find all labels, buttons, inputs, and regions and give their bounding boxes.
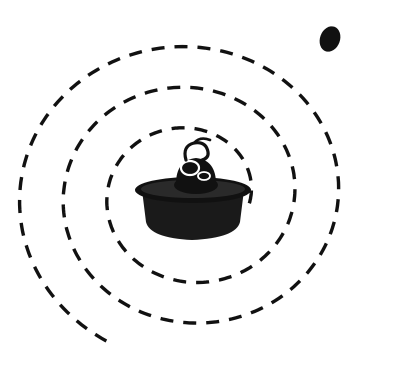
stopper-handle: [185, 143, 208, 160]
stopper-in-bowl-icon: [135, 139, 251, 240]
ball-icon: [316, 23, 344, 54]
